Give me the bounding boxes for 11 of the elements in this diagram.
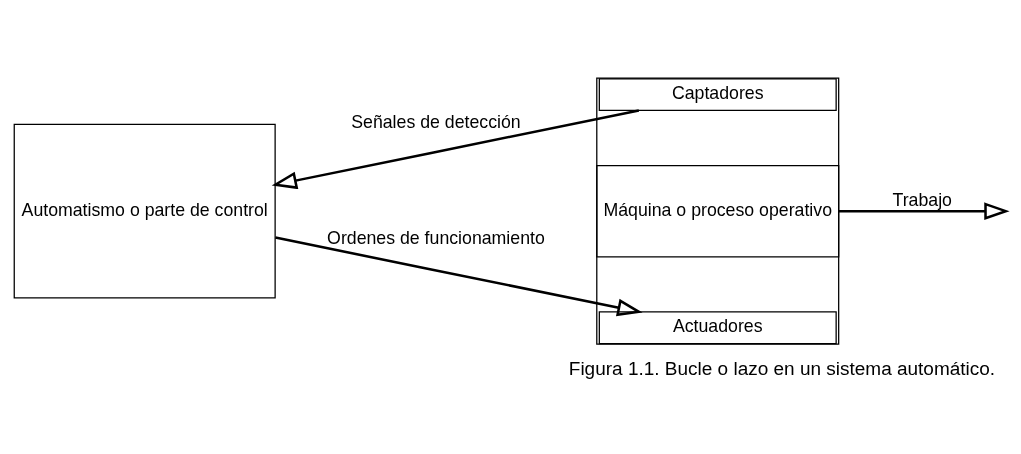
node-box: Actuadores: [598, 311, 837, 345]
edge-label: Trabajo: [892, 190, 952, 211]
arrow: [275, 236, 643, 317]
arrow: [271, 109, 640, 190]
arrow: [839, 202, 1010, 221]
node-box: Captadores: [598, 78, 837, 112]
edge-label: Ordenes de funcionamiento: [327, 228, 545, 249]
node-box: Automatismo o parte de control: [13, 123, 276, 299]
edge-label: Señales de detección: [351, 111, 521, 132]
node-box: Máquina o proceso operativo: [596, 164, 840, 258]
caption: Figura 1.1. Bucle o lazo en un sistema automático.: [568, 357, 996, 379]
